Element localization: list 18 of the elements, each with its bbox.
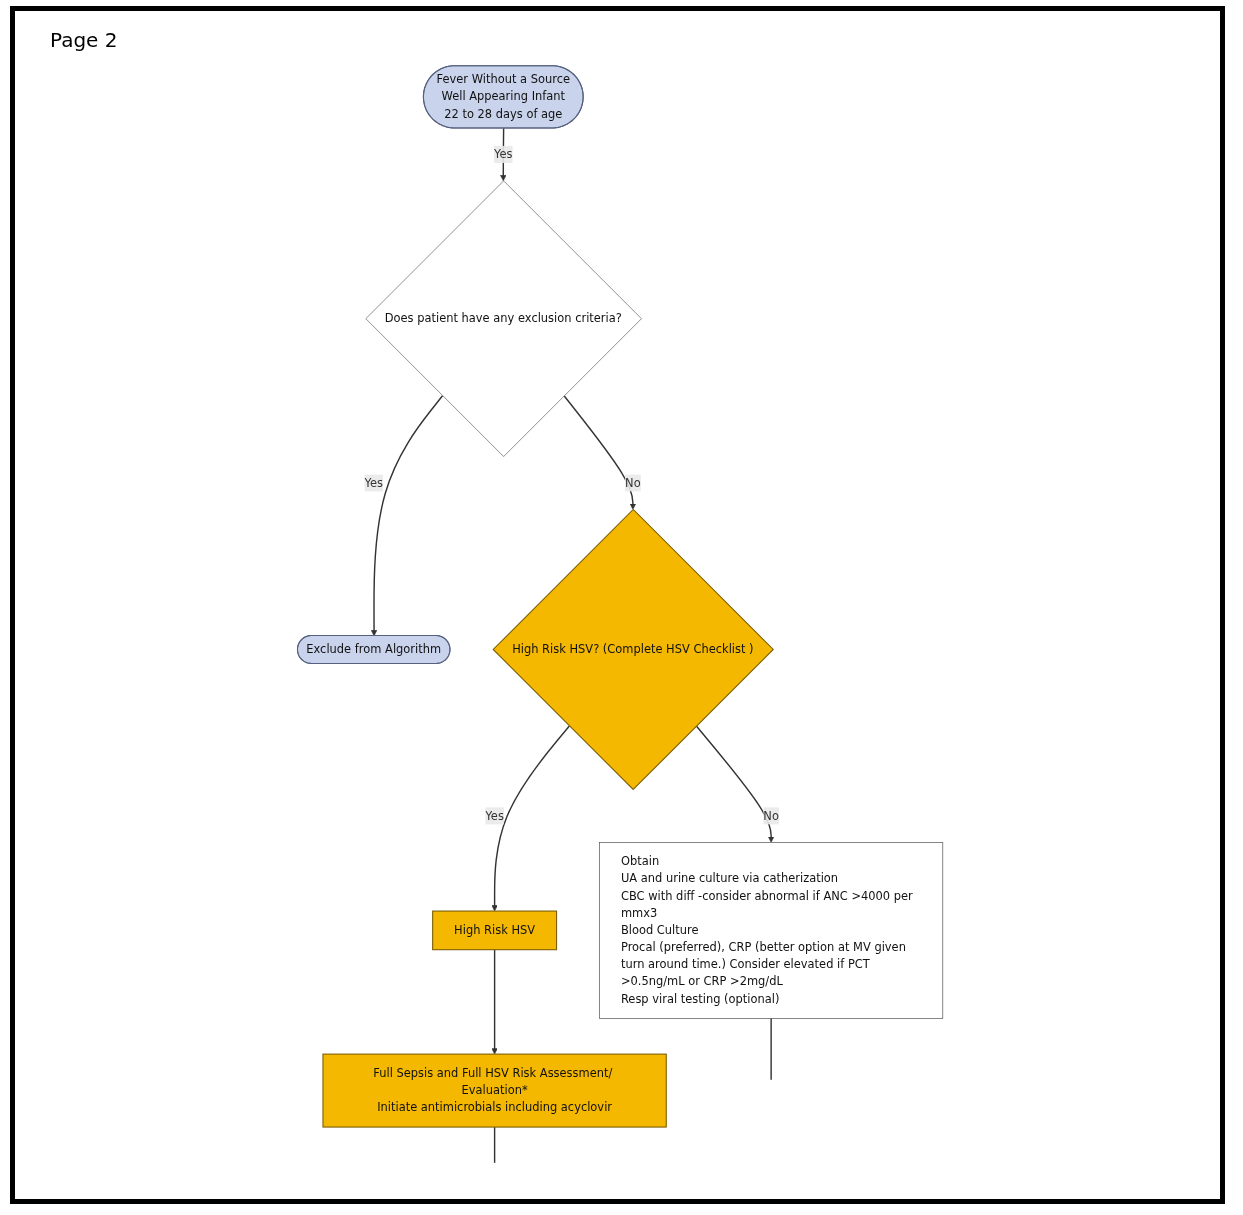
arrow xyxy=(695,725,775,843)
edge-label: No xyxy=(763,808,779,823)
node-box: High Risk HSV xyxy=(432,910,557,951)
page-label: Page 2 xyxy=(50,28,118,52)
edge-label: No xyxy=(624,475,641,490)
node-diamond: High Risk HSV? (Complete HSV Checklist ) xyxy=(492,508,774,791)
arrow xyxy=(370,395,444,637)
edge-label: Yes xyxy=(493,147,513,161)
arrow xyxy=(563,395,636,510)
connector xyxy=(770,1017,772,1081)
node-box: Obtain UA and urine culture via catherization CBC with diff -consider abnormal if ANC >4000 per mmx3 Blood Culture Procal (preferred), CRP (better option at MV given turn around time.) Consider elevated if PCT >0.5ng/mL or CRP >2mg/dL Resp viral testing (optional) xyxy=(599,842,943,1019)
arrow xyxy=(491,725,570,912)
edge-label: Yes xyxy=(364,475,383,490)
connector xyxy=(493,1126,496,1164)
node-box: Full Sepsis and Full HSV Risk Assessment/ Evaluation* Initiate antimicrobials including acyclovir xyxy=(322,1053,667,1128)
edge-label: Yes xyxy=(485,808,504,823)
arrow xyxy=(491,948,498,1055)
node-diamond: Does patient have any exclusion criteria? xyxy=(365,180,642,457)
